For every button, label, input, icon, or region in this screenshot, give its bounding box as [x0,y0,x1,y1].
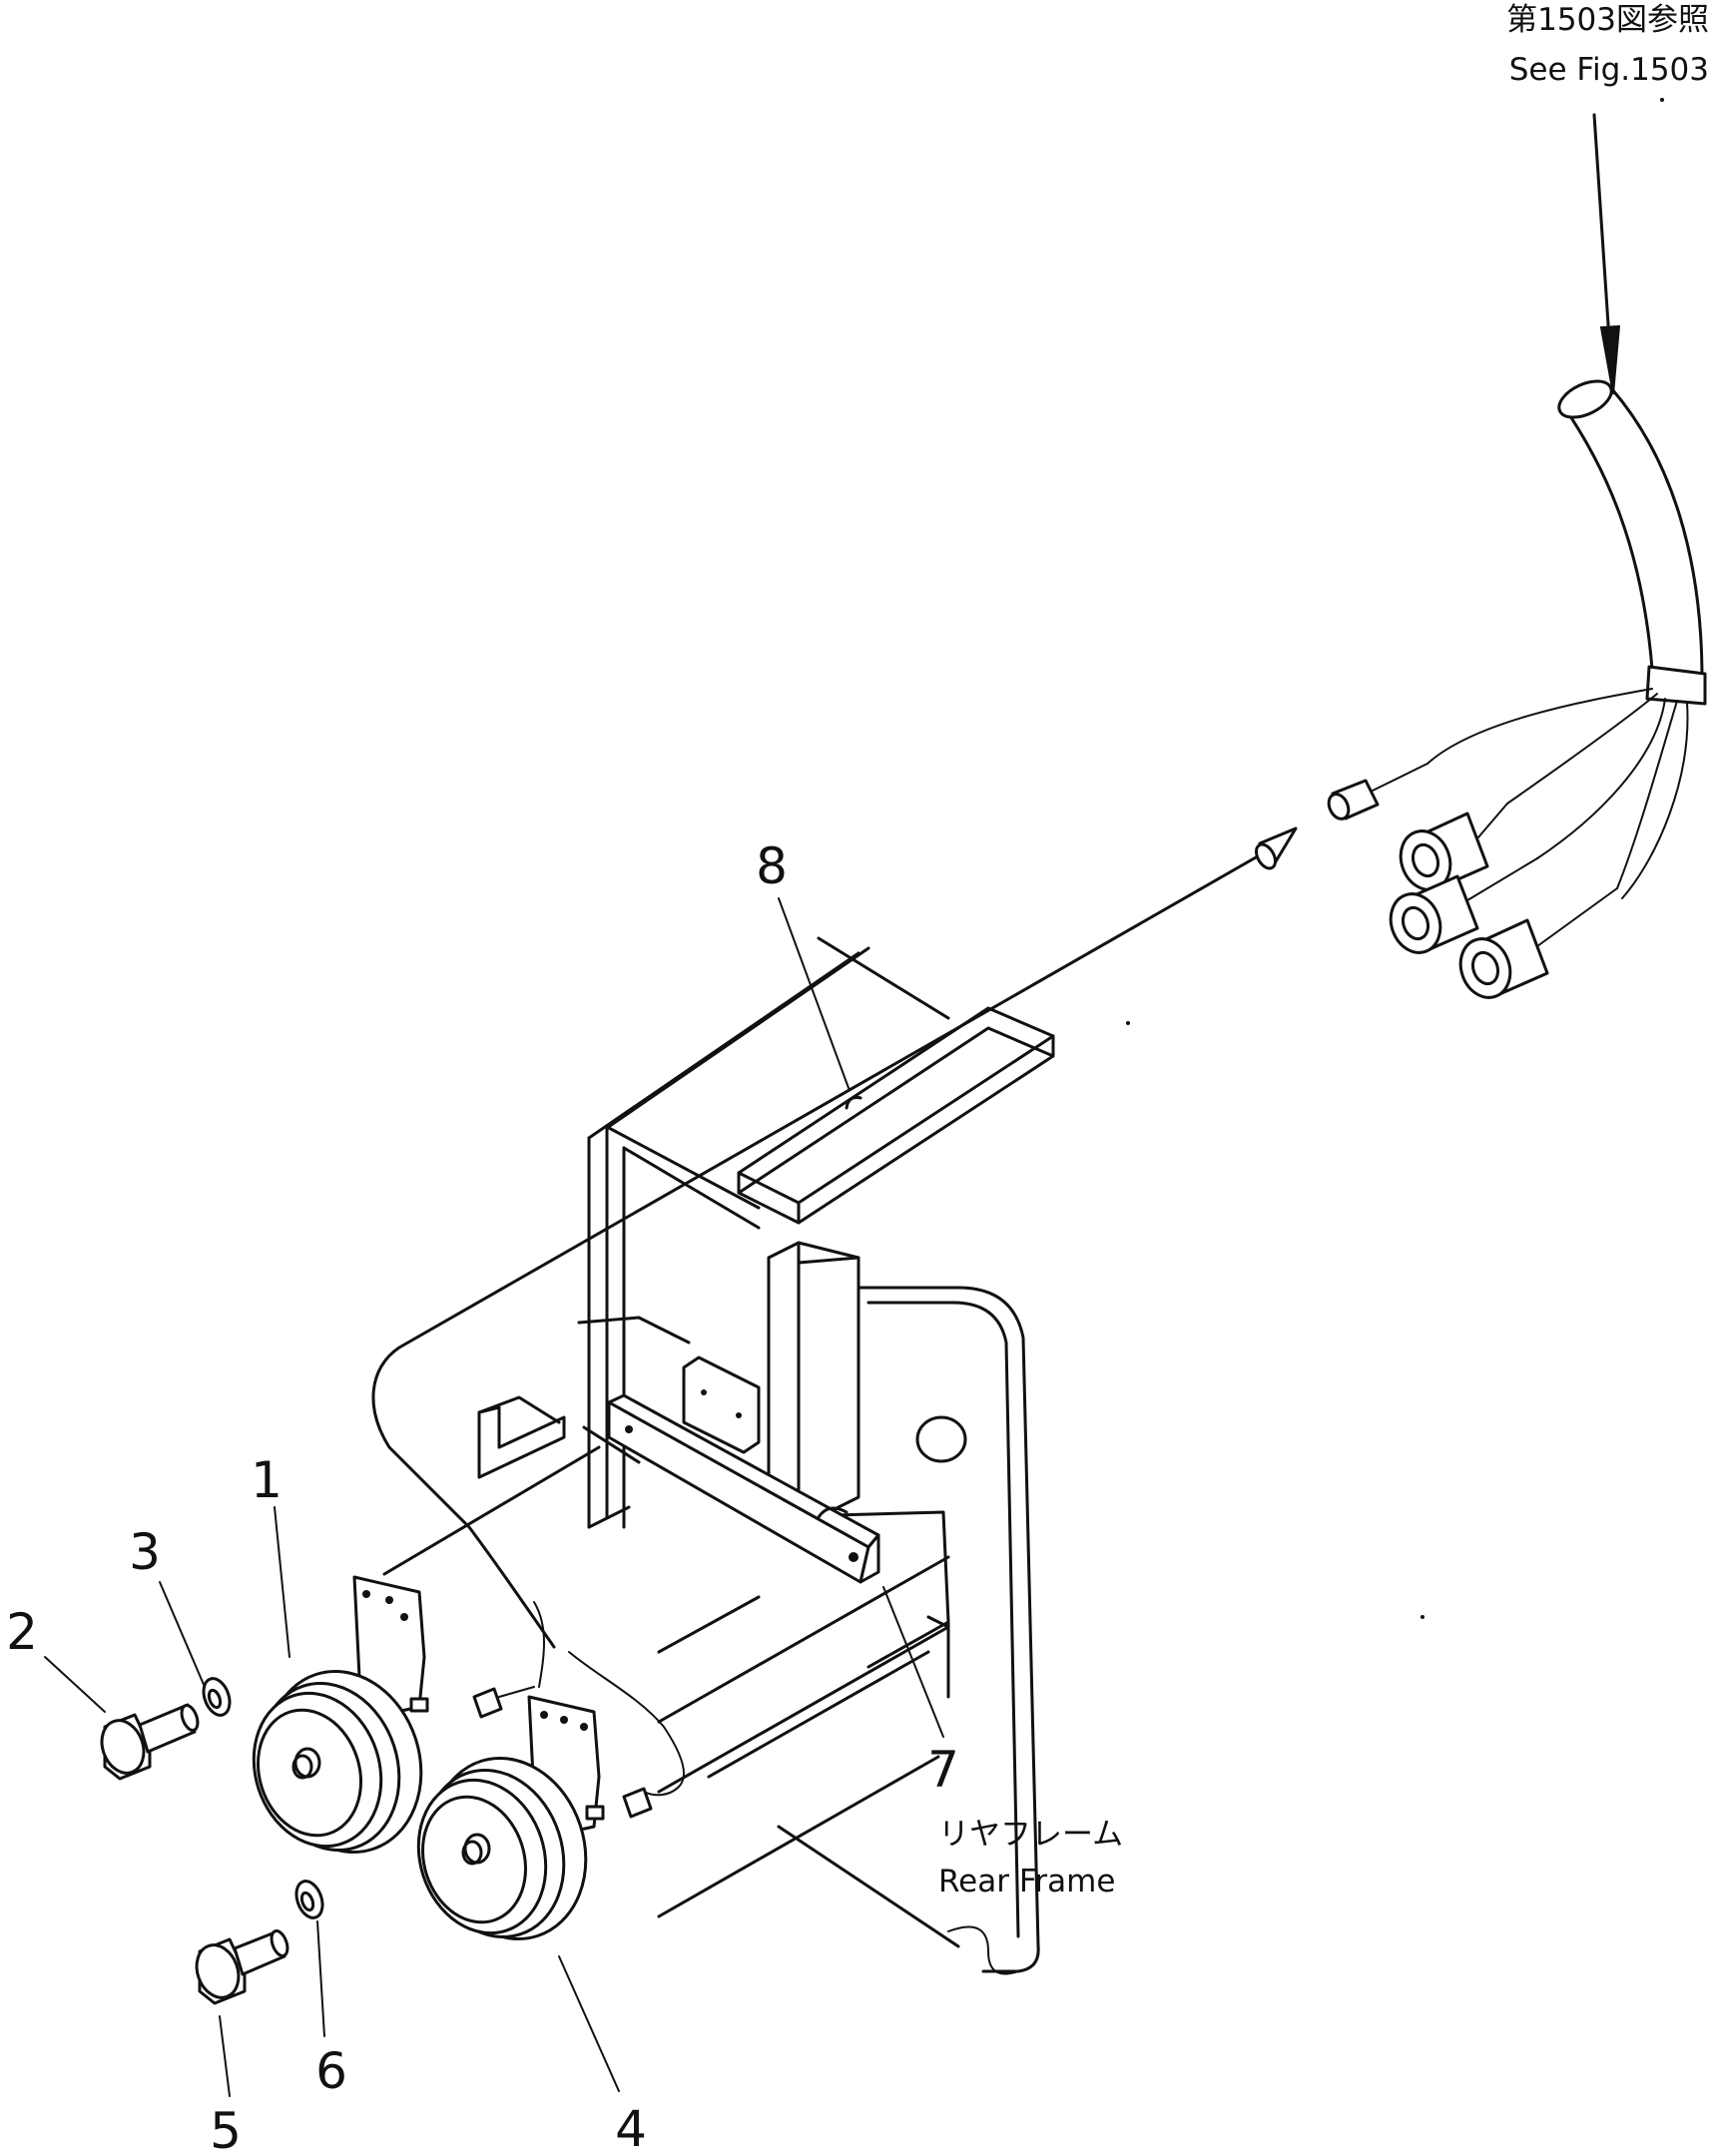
callout-7: 7 [927,1741,959,1799]
socket-connector-1 [1399,803,1508,891]
reference-arrow [1592,113,1621,395]
horn-wiring [371,826,1298,1797]
bolt-5 [195,1929,289,2005]
socket-connector-2 [1389,857,1538,954]
reference-note: 第1503図参照 See Fig.1503 [1506,2,1709,88]
callout-8: 8 [756,837,788,895]
rear-frame [477,936,1055,1973]
frame-label-japanese: リヤフレーム [938,1817,1123,1853]
callout-2: 2 [6,1603,38,1661]
callout-5: 5 [210,2102,242,2156]
leader-lines [44,897,1019,2097]
reference-note-english: See Fig.1503 [1509,52,1709,88]
horn-1 [252,1575,429,1855]
frame-label-english: Rear Frame [938,1864,1115,1899]
callout-6: 6 [315,2042,347,2100]
frame-label: リヤフレーム Rear Frame [938,1817,1123,1899]
callout-1: 1 [251,1451,283,1509]
bolt-2 [100,1703,200,1781]
small-connector [1327,763,1428,820]
wire-harness [1327,379,1707,999]
callout-4: 4 [615,2100,647,2156]
socket-connector-3 [1458,887,1618,999]
horn-4 [416,1695,605,1941]
horn-bracket [607,1393,880,1584]
reference-note-japanese: 第1503図参照 [1506,2,1709,38]
callout-numbers: 1 2 3 4 5 6 7 8 [6,837,959,2156]
callout-3: 3 [129,1523,161,1581]
washer-3 [202,1677,232,1717]
wire-terminals [472,1686,653,1819]
washer-6 [294,1880,324,1919]
